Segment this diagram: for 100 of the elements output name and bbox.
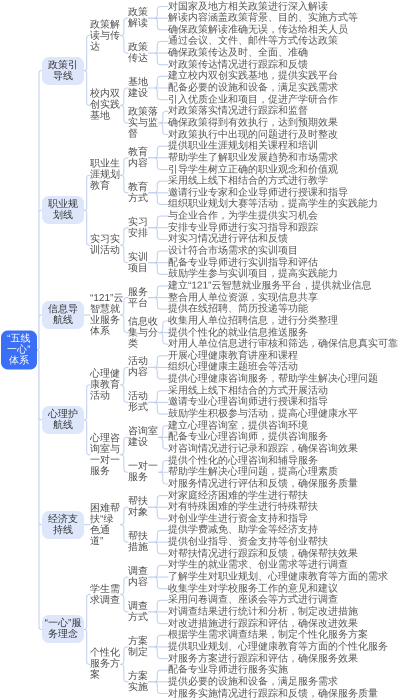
detail-text: 提供职业生涯规划相关课程和培训	[168, 140, 318, 152]
detail-text: 采用问卷调查、座谈会等方式进行调查	[168, 594, 338, 606]
subtopic-label: 实习安排	[128, 216, 148, 239]
detail-text: 提供职业规划、心理健康教育等方面的个性化服务	[168, 641, 388, 652]
connector-line	[120, 174, 129, 194]
detail-text: 对帮扶情况进行跟踪和反馈，确保帮扶效果	[168, 548, 358, 560]
connector-line	[158, 472, 169, 473]
detail-text: 组织职业规划大赛等活动，提高学生的实践能力	[168, 198, 378, 210]
connector-line	[120, 314, 129, 334]
detail-text: 配备必要的设施和设备，满足实践需求	[168, 82, 338, 94]
detail-text: 对咨询情况进行记录和跟踪，确保咨询效果	[168, 443, 358, 454]
connector-line	[120, 104, 129, 124]
connector-line	[36, 314, 43, 351]
subtopic-label: 方案实施	[128, 670, 148, 693]
connector-line	[148, 192, 169, 205]
detail-text: 提供个性化的就业信息推送服务	[168, 327, 308, 338]
connector-line	[158, 332, 169, 345]
connector-line	[148, 402, 169, 415]
detail-text: 对服务实施情况进行跟踪和反馈，确保服务质量	[168, 688, 378, 699]
detail-text: 对服务方案进行跟踪和评估，确保服务效果	[168, 653, 358, 664]
detail-text: 组织心理健康主题班会等活动	[168, 362, 298, 373]
detail-text: 设计符合市场需求的实训项目	[168, 246, 298, 257]
detail-text: 邀请行业专家和企业导师进行授课和指导	[168, 187, 348, 198]
connector-line	[148, 646, 169, 660]
connector-line	[120, 646, 129, 665]
connector-line	[83, 419, 91, 456]
subtopic-label: 政策落实与监督	[128, 106, 158, 140]
subtopic-label: 一对一服务	[128, 461, 158, 484]
detail-text: 建立心理咨询室，提供咨询环境	[168, 420, 308, 432]
detail-text: 对服务情况进行评估和反馈，确保服务质量	[168, 478, 358, 490]
connector-line	[120, 35, 129, 54]
detail-text: 建立“121”云智慧就业服务平台，提供就业信息	[168, 280, 372, 292]
connector-line	[120, 366, 129, 386]
connector-line	[158, 436, 169, 450]
connector-line	[120, 384, 129, 403]
branch-topic-pill: 职业规划线	[42, 196, 84, 224]
detail-text: 提供在线招聘、简历投递等功能	[168, 304, 308, 315]
detail-text: 对学生的就业需求、创业需求等进行调查	[168, 560, 348, 571]
branch-topic-pill: 政策引导线	[42, 56, 84, 85]
detail-text: 对家庭经济困难的学生进行帮扶	[168, 490, 308, 502]
detail-text: 提供个性化的心理咨询和辅导服务	[168, 455, 318, 466]
detail-text: 对政策执行中出现的问题进行及时整改	[168, 129, 338, 140]
connector-line	[158, 425, 169, 438]
subtopic-label: 咨询室建设	[128, 426, 158, 448]
connector-line	[148, 227, 169, 240]
subtopic-label: 教育方式	[128, 182, 148, 204]
detail-text: 确保政策得到有效执行，达到预期效果	[168, 117, 338, 128]
connector-line	[148, 576, 169, 590]
detail-text: 鼓励学生参与实训项目，提高实践能力	[168, 268, 338, 280]
connector-line	[120, 436, 129, 456]
subtopic-label: 调查方式	[128, 600, 148, 623]
connector-line	[148, 262, 169, 275]
detail-text: 配备专业心理咨询师，提供咨询服务	[168, 432, 328, 443]
connector-line	[148, 18, 169, 30]
connector-line	[120, 244, 129, 264]
connector-line	[148, 542, 169, 554]
subtopic-label: 活动内容	[128, 356, 148, 378]
detail-text: 引导学生树立正确的职业观念和价值观	[168, 164, 338, 176]
detail-text: 解读内容涵盖政策背景、目的、实施方式等	[168, 12, 358, 24]
connector-line	[120, 18, 129, 36]
detail-text: 根据学生需求调查结果，制定个性化服务方案	[168, 630, 368, 641]
detail-text: 对政策落实情况进行跟踪和监督	[168, 106, 308, 117]
connector-line	[158, 122, 169, 136]
subtopic-label: 调查内容	[128, 566, 148, 588]
subtopic-label: 政策传达	[128, 42, 148, 64]
subtopic-label: 政策解读	[128, 7, 148, 30]
connector-line	[148, 681, 169, 694]
detail-text: 通过会议、文件、邮件等方式传达政策	[168, 36, 338, 47]
detail-text: 对创业学生进行资金支持和指导	[168, 513, 308, 524]
connector-line	[83, 210, 91, 246]
subtopic-label: 帮扶措施	[128, 531, 148, 554]
detail-text: 对政策传达情况进行跟踪和反馈	[168, 59, 308, 70]
subtopic-label: 个性化服务方案	[90, 648, 120, 681]
detail-text: 配备专业导师进行实训指导和评估	[168, 257, 318, 268]
detail-text: 提供心理健康咨询服务，帮助学生解决心理问题	[168, 374, 378, 385]
connector-line	[120, 594, 129, 613]
detail-text: 引入优质企业和项目，促进产学研合作	[168, 94, 338, 106]
detail-text: 确保政策解读准确无误，传达给相关人员	[168, 24, 348, 36]
subtopic-label: “121”云智慧就业服务体系	[90, 293, 120, 338]
connector-line	[120, 157, 129, 176]
detail-text: 提供必要的设施和设备，满足服务需求	[168, 676, 338, 688]
connector-line	[120, 297, 129, 316]
detail-text: 对用人单位信息进行审核和筛选，确保信息真实可靠	[168, 338, 398, 350]
detail-text: 对实习情况进行评估和反馈	[168, 234, 288, 245]
connector-line	[148, 157, 169, 170]
subtopic-label: 职业生涯规划教育	[90, 158, 120, 192]
connector-line	[120, 87, 129, 106]
central-topic-pill: “五线一心”体系	[1, 330, 36, 370]
subtopic-label: 服务平台	[128, 286, 148, 309]
detail-text: 对调查结果进行统计和分析，制定改进措施	[168, 606, 358, 618]
detail-text: 对国家及地方相关政策进行深入解读	[168, 1, 328, 12]
connector-line	[120, 576, 129, 596]
connector-line	[148, 506, 169, 520]
connector-line	[83, 384, 91, 420]
connector-line	[120, 664, 129, 682]
connector-line	[158, 110, 169, 124]
branch-topic-pill: 信息导航线	[42, 301, 84, 330]
detail-text: 开展心理健康教育讲座和课程	[168, 350, 298, 362]
detail-text: 对有特殊困难的学生进行特殊帮扶	[168, 502, 318, 513]
detail-text: 提供学费减免、助学金等经济支持	[168, 524, 318, 536]
